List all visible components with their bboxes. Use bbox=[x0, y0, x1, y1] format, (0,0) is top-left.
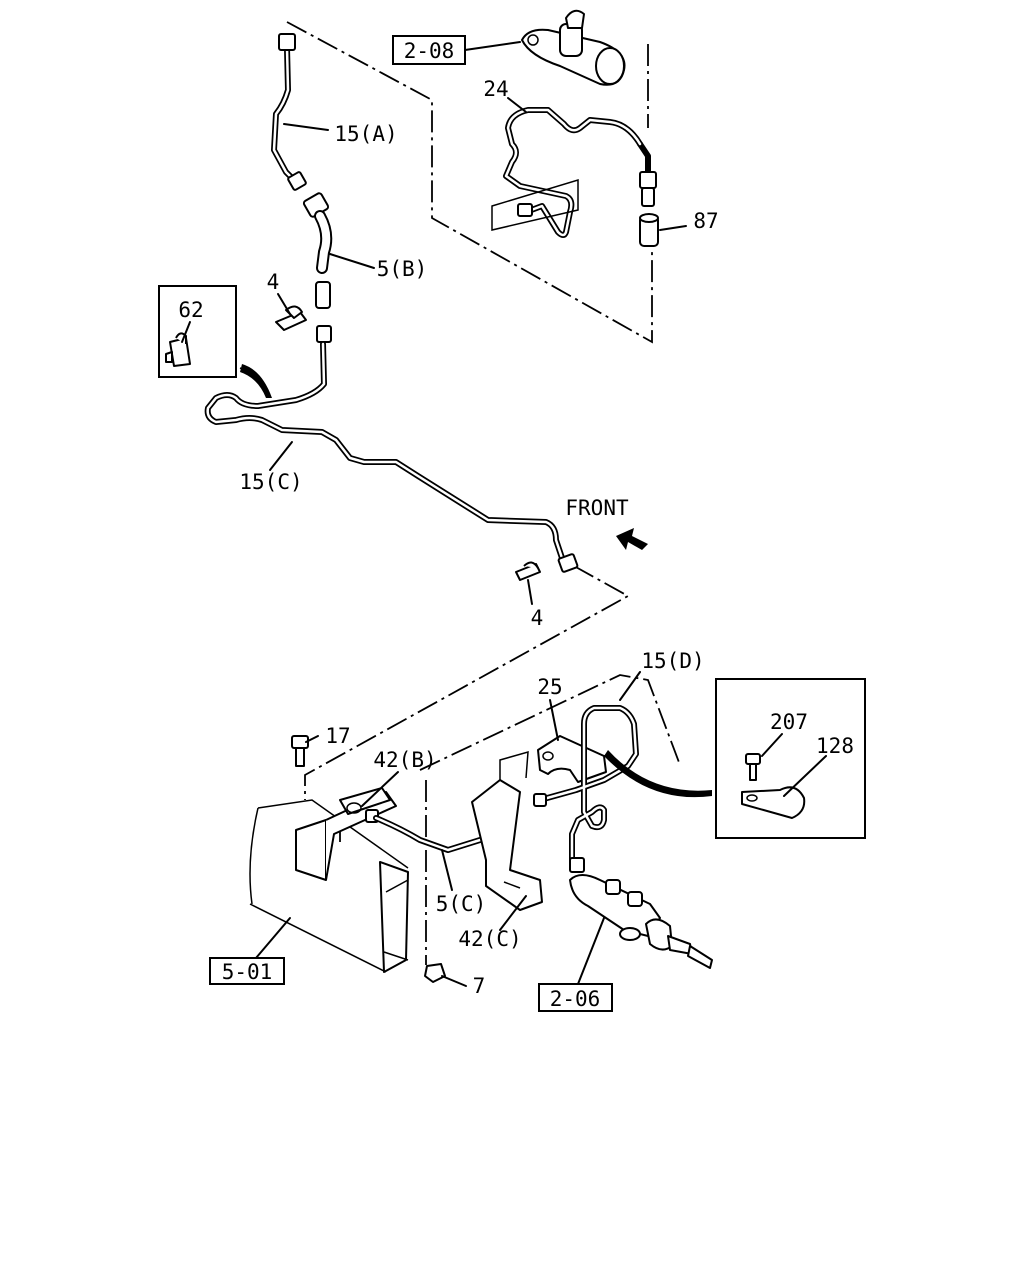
callout-leaders bbox=[181, 41, 827, 987]
bracket-25 bbox=[537, 735, 607, 783]
label-15d: 15(D) bbox=[641, 649, 704, 673]
ref-box-5-01 bbox=[209, 957, 285, 985]
inset-207-128 bbox=[715, 678, 866, 839]
pipe-24 bbox=[491, 107, 657, 238]
label-87: 87 bbox=[693, 209, 718, 233]
bolt-17 bbox=[291, 735, 309, 767]
label-17: 17 bbox=[325, 724, 350, 748]
inset-207-128-arrow bbox=[604, 750, 712, 798]
ref-label-2-06: 2-06 bbox=[550, 987, 601, 1011]
clutch-master-cylinder bbox=[521, 9, 626, 86]
ref-box-2-06 bbox=[538, 983, 613, 1012]
front-arrow-icon bbox=[616, 528, 648, 550]
clip-4-bottom bbox=[515, 561, 541, 581]
label-4-top: 4 bbox=[267, 270, 280, 294]
label-62: 62 bbox=[178, 298, 203, 322]
label-7: 7 bbox=[473, 974, 486, 998]
label-207: 207 bbox=[770, 710, 808, 734]
label-42c: 42(C) bbox=[458, 927, 521, 951]
ref-label-5-01: 5-01 bbox=[222, 960, 273, 984]
label-15c: 15(C) bbox=[239, 470, 302, 494]
frame-rail bbox=[249, 799, 409, 973]
nut-7 bbox=[424, 963, 446, 983]
label-5b: 5(B) bbox=[377, 257, 428, 281]
inset-62-arrow-head bbox=[240, 364, 272, 398]
clip-4-top bbox=[275, 305, 307, 331]
pipe-15a bbox=[271, 33, 307, 191]
label-4-bottom: 4 bbox=[531, 606, 544, 630]
ref-label-2-08: 2-08 bbox=[404, 39, 455, 63]
pipe-15c bbox=[204, 341, 579, 573]
dashdot-leaders bbox=[286, 21, 681, 965]
bracket-42c bbox=[471, 750, 543, 911]
label-25: 25 bbox=[537, 675, 562, 699]
hose-5b bbox=[302, 192, 333, 343]
label-5c: 5(C) bbox=[436, 892, 487, 916]
part-87-union bbox=[639, 213, 659, 247]
inset-62 bbox=[158, 285, 237, 378]
label-24: 24 bbox=[483, 77, 508, 101]
slave-cylinder bbox=[569, 874, 713, 969]
label-front: FRONT bbox=[565, 496, 629, 520]
bracket-42b bbox=[295, 787, 397, 881]
pipe-15d bbox=[533, 705, 639, 873]
label-128: 128 bbox=[816, 734, 854, 758]
label-15a: 15(A) bbox=[334, 122, 397, 146]
ref-box-2-08 bbox=[392, 35, 466, 65]
label-42b: 42(B) bbox=[373, 748, 436, 772]
